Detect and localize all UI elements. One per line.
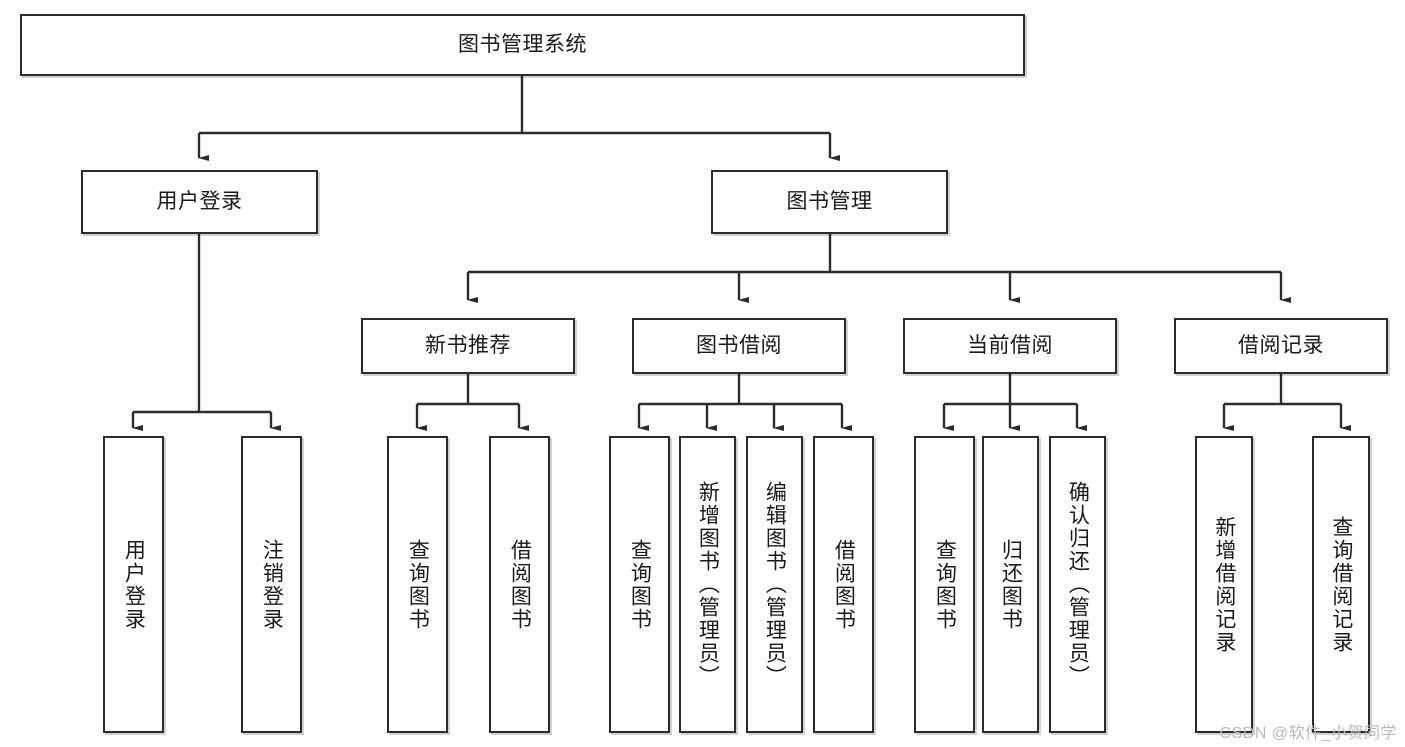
node-leaf-borrow-book-2[interactable]: 借阅图书 bbox=[813, 436, 874, 733]
node-leaf-query-record[interactable]: 查询借阅记录 bbox=[1312, 436, 1370, 733]
node-current-borrow-label: 当前借阅 bbox=[967, 333, 1053, 357]
node-root[interactable]: 图书管理系统 bbox=[20, 14, 1025, 76]
node-leaf-query-book-2-label: 查询图书 bbox=[628, 538, 652, 631]
node-root-label: 图书管理系统 bbox=[458, 32, 587, 56]
node-leaf-user-logout-label: 注销登录 bbox=[260, 538, 284, 631]
node-book-borrow-label: 图书借阅 bbox=[696, 333, 782, 357]
node-leaf-add-record-label: 新增借阅记录 bbox=[1212, 515, 1236, 654]
node-leaf-user-login-label: 用户登录 bbox=[122, 538, 146, 631]
node-leaf-return-book[interactable]: 归还图书 bbox=[982, 436, 1039, 733]
watermark-text: CSDN @软件_小贺同学 bbox=[1219, 725, 1397, 742]
node-new-book-recommend-label: 新书推荐 bbox=[425, 333, 511, 357]
node-leaf-borrow-book-1[interactable]: 借阅图书 bbox=[489, 436, 550, 733]
node-leaf-add-book-label: 新增图书（管理员） bbox=[696, 481, 720, 688]
node-leaf-query-book-1-label: 查询图书 bbox=[406, 538, 430, 631]
node-leaf-query-book-3[interactable]: 查询图书 bbox=[914, 436, 975, 733]
node-user-login[interactable]: 用户登录 bbox=[81, 170, 318, 234]
node-leaf-return-book-label: 归还图书 bbox=[999, 538, 1023, 631]
node-leaf-query-book-3-label: 查询图书 bbox=[933, 538, 957, 631]
node-user-login-label: 用户登录 bbox=[156, 189, 243, 213]
node-new-book-recommend[interactable]: 新书推荐 bbox=[361, 318, 575, 374]
node-leaf-add-record[interactable]: 新增借阅记录 bbox=[1195, 436, 1253, 733]
node-leaf-query-book-2[interactable]: 查询图书 bbox=[609, 436, 670, 733]
node-book-manage-label: 图书管理 bbox=[786, 189, 873, 213]
node-leaf-borrow-book-1-label: 借阅图书 bbox=[508, 538, 532, 631]
node-leaf-query-record-label: 查询借阅记录 bbox=[1329, 515, 1353, 654]
node-leaf-edit-book-label: 编辑图书（管理员） bbox=[763, 481, 787, 688]
node-borrow-record-label: 借阅记录 bbox=[1238, 333, 1324, 357]
node-leaf-query-book-1[interactable]: 查询图书 bbox=[387, 436, 448, 733]
node-leaf-borrow-book-2-label: 借阅图书 bbox=[832, 538, 856, 631]
node-leaf-confirm-return[interactable]: 确认归还（管理员） bbox=[1049, 436, 1106, 733]
node-current-borrow[interactable]: 当前借阅 bbox=[903, 318, 1117, 374]
node-leaf-edit-book[interactable]: 编辑图书（管理员） bbox=[746, 436, 803, 733]
node-book-manage[interactable]: 图书管理 bbox=[711, 170, 948, 234]
node-leaf-user-login[interactable]: 用户登录 bbox=[103, 436, 164, 733]
node-leaf-user-logout[interactable]: 注销登录 bbox=[241, 436, 302, 733]
node-borrow-record[interactable]: 借阅记录 bbox=[1174, 318, 1388, 374]
node-leaf-confirm-return-label: 确认归还（管理员） bbox=[1066, 481, 1090, 688]
node-leaf-add-book[interactable]: 新增图书（管理员） bbox=[679, 436, 736, 733]
node-book-borrow[interactable]: 图书借阅 bbox=[632, 318, 846, 374]
